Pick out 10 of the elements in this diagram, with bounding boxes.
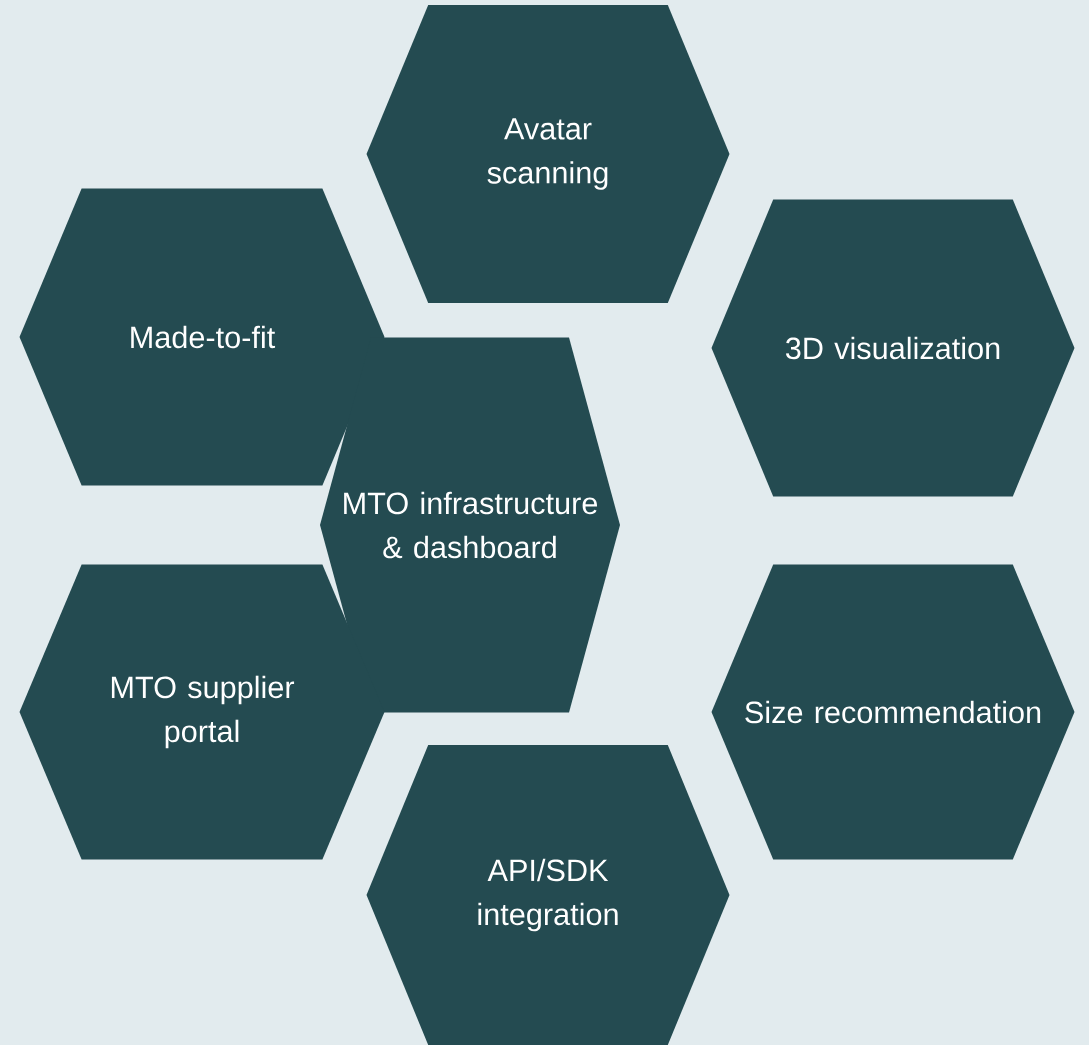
- node-label: MTO supplier portal: [111, 675, 295, 749]
- node-label: MTO infrastructure & dashboard: [344, 491, 598, 559]
- hexagon: API/SDK integration: [366, 745, 730, 1045]
- hexagon: MTO infrastructure & dashboard: [320, 337, 620, 713]
- hexagon: Made-to-fit: [19, 188, 385, 486]
- hexagon: MTO supplier portal: [19, 564, 385, 860]
- hexagon: 3D visualization: [711, 199, 1075, 497]
- node-label: Made-to-fit: [131, 325, 276, 349]
- hexagon: Avatar scanning: [366, 5, 730, 303]
- hexagon: Size recommendation: [711, 564, 1075, 860]
